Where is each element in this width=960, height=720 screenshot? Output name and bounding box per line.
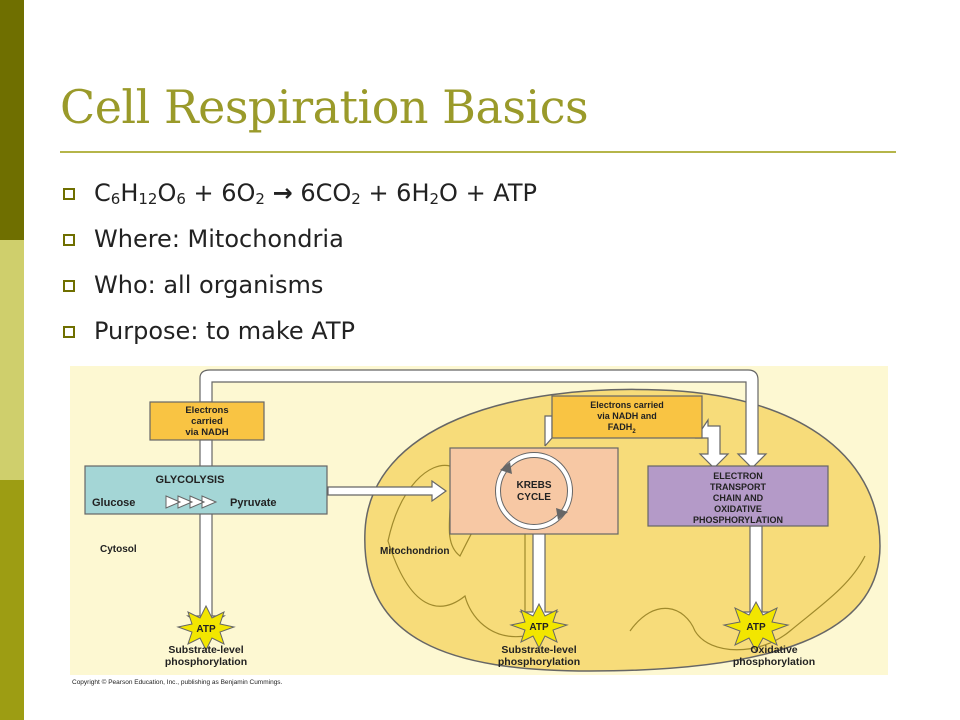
bullet-who: Who: all organisms (60, 264, 537, 310)
substrate-level-label-left: Substrate-level (168, 644, 243, 656)
svg-text:FADH: FADH (608, 422, 633, 432)
reaction-arrow-icon: → (272, 179, 293, 207)
atp-star-krebs: ATP (509, 602, 569, 650)
nadh-return-arrow (199, 369, 768, 469)
square-bullet-icon (63, 188, 75, 200)
svg-text:CHAIN AND: CHAIN AND (713, 493, 764, 503)
svg-text:2: 2 (632, 429, 636, 435)
square-bullet-icon (63, 326, 75, 338)
svg-text:CYCLE: CYCLE (517, 492, 551, 503)
svg-text:phosphorylation: phosphorylation (165, 656, 247, 668)
bullet-equation: C6H12O6 + 6O2 → 6CO2 + 6H2O + ATP (60, 172, 537, 218)
slide-title: Cell Respiration Basics (60, 80, 589, 134)
svg-text:ATP: ATP (196, 624, 216, 635)
electrons-nadh-fadh-box (551, 395, 703, 439)
glycolysis-steps-arrows (165, 495, 218, 509)
substrate-level-label-right: Substrate-level (501, 644, 576, 656)
cell-respiration-diagram: Electrons carried via NADH Electrons car… (70, 366, 888, 688)
svg-text:via NADH and: via NADH and (597, 411, 657, 421)
svg-text:phosphorylation: phosphorylation (498, 656, 580, 668)
copyright-text: Copyright © Pearson Education, Inc., pub… (72, 678, 283, 686)
bullet-purpose: Purpose: to make ATP (60, 310, 537, 356)
accent-bar-segment-top (0, 0, 24, 240)
accent-bar-segment-middle (0, 240, 24, 480)
krebs-cycle-ring-inner (496, 453, 572, 529)
svg-text:TRANSPORT: TRANSPORT (710, 482, 767, 492)
electrons-nadh-fadh-label: Electrons carried (590, 400, 664, 410)
mitochondrion-label: Mitochondrion (380, 546, 449, 557)
pyruvate-label: Pyruvate (230, 497, 276, 509)
atp-star-glycolysis: ATP (176, 604, 236, 652)
etc-label: ELECTRON (713, 471, 763, 481)
svg-text:phosphorylation: phosphorylation (733, 656, 815, 668)
oxidative-phosphorylation-label: Oxidative (750, 644, 797, 656)
bullet-text: Purpose: to make ATP (94, 317, 355, 345)
svg-text:PHOSPHORYLATION: PHOSPHORYLATION (693, 515, 783, 525)
bullet-text: Who: all organisms (94, 271, 324, 299)
bullet-where: Where: Mitochondria (60, 218, 537, 264)
pyruvate-to-krebs-arrow (327, 479, 448, 503)
cristae-line (629, 555, 866, 651)
accent-bar-segment-bottom (0, 480, 24, 720)
electrons-nadh-box (149, 401, 265, 441)
glucose-label: Glucose (92, 497, 135, 509)
copyright-strip (70, 675, 888, 688)
atp-star-oxidative: ATP (722, 600, 790, 653)
svg-text:via NADH: via NADH (185, 427, 228, 438)
svg-text:ATP: ATP (529, 622, 549, 633)
cytosol-label: Cytosol (100, 544, 137, 555)
krebs-cycle-box (449, 447, 619, 535)
title-divider (60, 151, 896, 153)
svg-text:OXIDATIVE: OXIDATIVE (714, 504, 762, 514)
glycolysis-label: GLYCOLYSIS (156, 474, 225, 486)
electrons-nadh-label: Electrons (185, 405, 228, 416)
equation-text: C6H12O6 + 6O2 → 6CO2 + 6H2O + ATP (94, 179, 537, 208)
square-bullet-icon (63, 280, 75, 292)
bullet-text: Where: Mitochondria (94, 225, 344, 253)
krebs-label: KREBS (516, 480, 551, 491)
left-accent-bar (0, 0, 24, 720)
square-bullet-icon (63, 234, 75, 246)
svg-text:ATP: ATP (746, 622, 766, 633)
svg-text:carried: carried (191, 416, 223, 427)
bullet-list: C6H12O6 + 6O2 → 6CO2 + 6H2O + ATP Where:… (60, 172, 537, 356)
krebs-cycle-arrowheads (500, 462, 568, 520)
electron-transport-chain-box (647, 465, 829, 527)
